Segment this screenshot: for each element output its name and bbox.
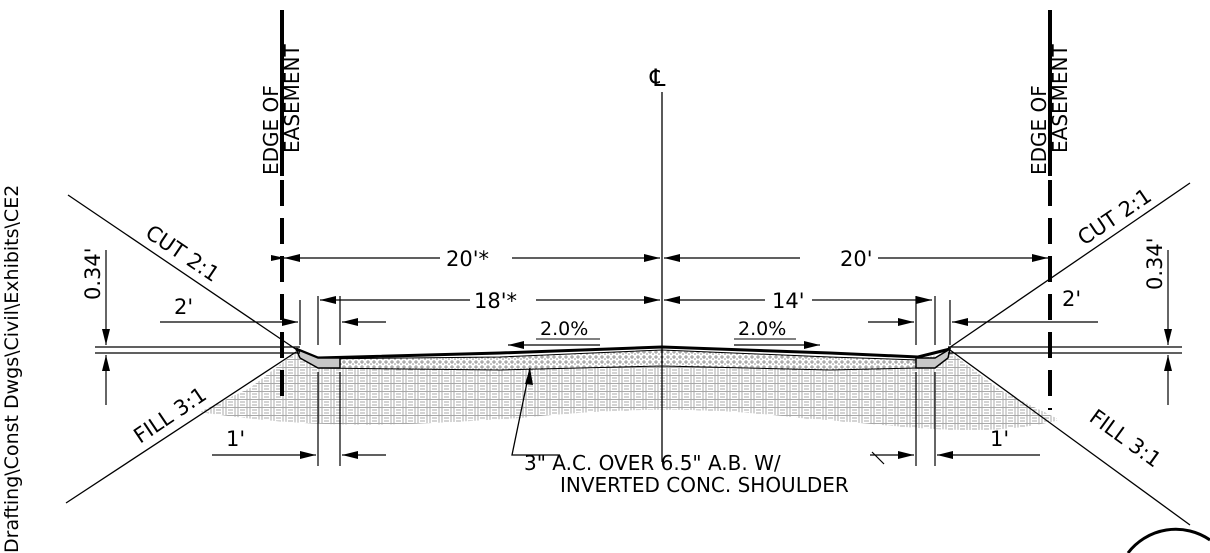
right-shoulder-bottom-label: 1' [990,427,1009,451]
shoulder-bottom-dimensions: 1' 1' [212,372,1040,466]
left-shoulder-top-label: 2' [174,295,193,319]
right-fill-label: FILL 3:1 [1085,405,1166,473]
right-fill-slope-line [949,349,1191,526]
right-easement-label-line1: EDGE OF [1027,85,1051,175]
half-width-dimension: 20'* 20' [271,247,1048,271]
pavement-note-line1: 3" A.C. OVER 6.5" A.B. W/ [524,451,781,475]
left-half-width-label: 20'* [446,247,489,271]
left-paved-width-label: 18'* [474,289,517,313]
pavement-note: 3" A.C. OVER 6.5" A.B. W/ INVERTED CONC.… [511,367,885,497]
left-fill-slope-line [65,351,297,504]
right-shoulder-top-label: 2' [1062,287,1081,311]
right-concrete-shoulder [915,347,952,369]
left-shoulder-bottom-label: 1' [226,427,245,451]
right-cross-slope-label: 2.0% [738,318,786,340]
left-curb-height-label: 0.34' [81,247,105,300]
left-cut-slope-line [67,194,301,353]
paved-width-dimension: 18'* 14' [317,289,936,345]
centerline-symbol: ℄ [649,64,666,92]
cross-slope-annotations: 2.0% 2.0% [508,318,820,349]
shoulder-top-dimensions: 2' 2' [160,287,1098,345]
left-easement-label-line1: EDGE OF [259,85,283,175]
left-concrete-shoulder [294,347,341,369]
right-paved-width-label: 14' [772,289,805,313]
right-curb-height-label: 0.34' [1143,237,1167,290]
detail-callout-circle [1126,527,1210,553]
pavement-note-line2: INVERTED CONC. SHOULDER [560,473,849,497]
curb-height-dimensions: 0.34' 0.34' [81,237,1172,405]
left-cross-slope-label: 2.0% [540,318,588,340]
left-easement-label: EDGE OF EASEMENT [259,10,304,176]
subgrade-hatch [200,352,1060,431]
right-half-width-label: 20' [840,247,873,271]
right-easement-label: EDGE OF EASEMENT [1027,10,1072,176]
margin-path-text: Drafting\Const Dwgs\Civil\Exhibits\CE2 [1,185,23,553]
